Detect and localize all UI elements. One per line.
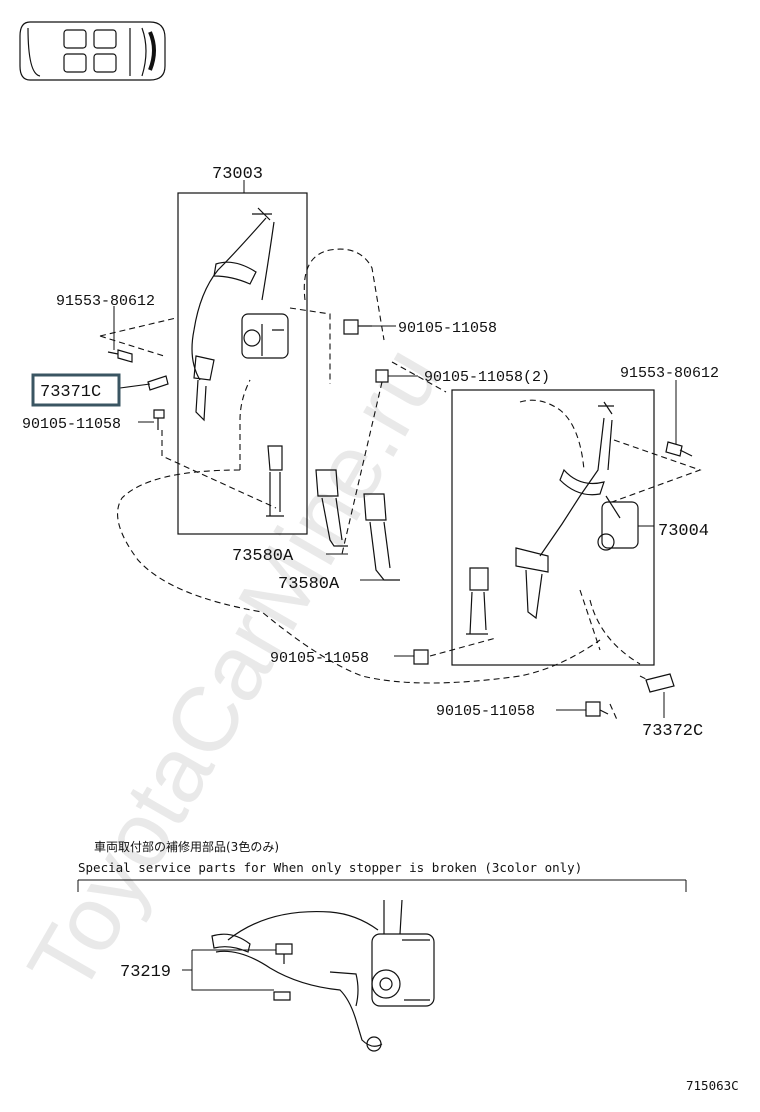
vehicle-location-icon bbox=[19, 21, 166, 81]
rear-seat-outline bbox=[99, 248, 702, 723]
stopper-73372c bbox=[645, 673, 675, 693]
bolt-90105-top bbox=[343, 319, 372, 335]
buckle-73580a-1 bbox=[315, 469, 348, 547]
label-91553-left: 91553-80612 bbox=[56, 293, 155, 310]
seat-belt-assembly-73003 bbox=[177, 192, 308, 535]
bolt-91553-right bbox=[665, 441, 693, 457]
stopper-73371c bbox=[147, 375, 169, 391]
label-73371c[interactable]: 73371C bbox=[40, 383, 101, 402]
label-73219: 73219 bbox=[120, 963, 171, 982]
bolt-90105-low bbox=[585, 701, 609, 717]
bolt-90105-mid bbox=[413, 649, 429, 665]
bolt-91553-left bbox=[107, 349, 133, 363]
label-73004: 73004 bbox=[658, 522, 709, 541]
seat-belt-assembly-73004 bbox=[451, 389, 655, 666]
label-73003: 73003 bbox=[212, 165, 263, 184]
label-90105-left: 90105-11058 bbox=[22, 416, 121, 433]
label-90105-top: 90105-11058 bbox=[398, 320, 497, 337]
label-90105-mid: 90105-11058 bbox=[270, 650, 369, 667]
bolt-90105-left bbox=[153, 409, 165, 430]
note-english: Special service parts for When only stop… bbox=[78, 860, 582, 875]
stopper-detail-73219 bbox=[182, 899, 435, 1052]
diagram-code: 715063C bbox=[686, 1078, 739, 1093]
label-73372c: 73372C bbox=[642, 722, 703, 741]
label-90105-low: 90105-11058 bbox=[436, 703, 535, 720]
bolt-90105-top2 bbox=[375, 369, 389, 383]
note-japanese: 車両取付部の補修用部品(3色のみ) bbox=[94, 839, 279, 854]
label-73580a-1: 73580A bbox=[232, 547, 294, 566]
leader-lines bbox=[113, 180, 677, 718]
highlight-box-73371c bbox=[31, 373, 121, 407]
label-73580a-2: 73580A bbox=[278, 575, 340, 594]
service-parts-note: 車両取付部の補修用部品(3色のみ) Special service parts … bbox=[77, 839, 687, 892]
label-90105-top2: 90105-11058(2) bbox=[424, 369, 550, 386]
label-91553-right: 91553-80612 bbox=[620, 365, 719, 382]
